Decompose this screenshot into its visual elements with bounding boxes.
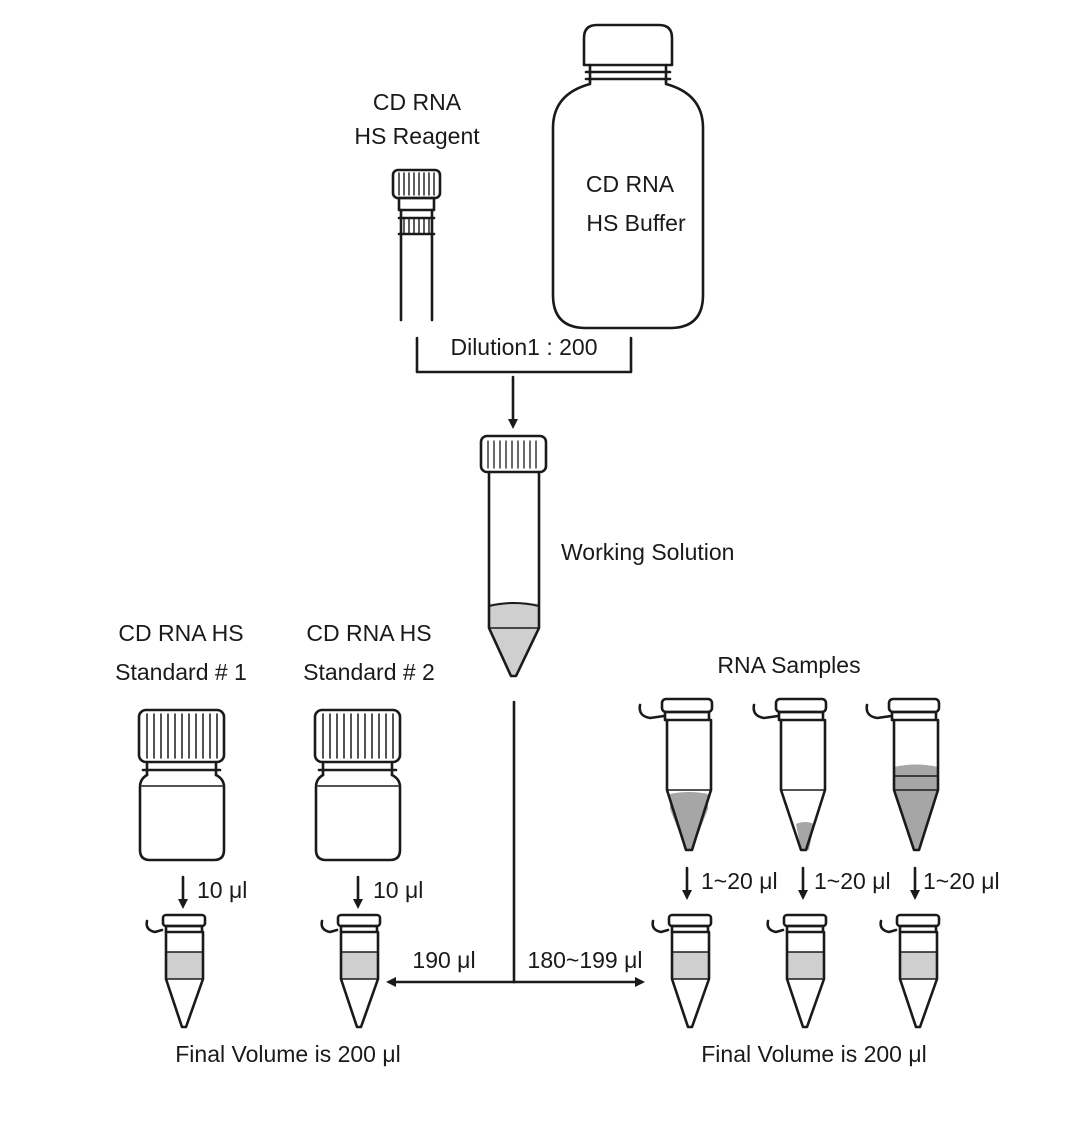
dilution-label: Dilution1 : 200	[450, 334, 597, 360]
sample-2-volume: 1~20 μl	[814, 868, 891, 894]
final-volume-right: Final Volume is 200 μl	[701, 1041, 926, 1067]
standard-2-label-line1: CD RNA HS	[306, 620, 431, 646]
left-split-volume: 190 μl	[412, 947, 475, 973]
reagent-label-line1: CD RNA	[373, 89, 462, 115]
standard-2-label-line2: Standard # 2	[303, 659, 435, 685]
samples-title: RNA Samples	[717, 652, 860, 678]
buffer-bottle-icon	[551, 23, 705, 330]
working-solution-label: Working Solution	[561, 539, 734, 565]
assay-tube-standard-2-icon	[320, 913, 382, 1029]
reagent-tube-icon	[391, 168, 442, 322]
standard-1-label-line2: Standard # 1	[115, 659, 247, 685]
assay-tube-sample-2-icon	[766, 913, 828, 1029]
buffer-label-line1: CD RNA	[586, 171, 675, 197]
right-split-volume: 180~199 μl	[528, 947, 643, 973]
standard-2-volume: 10 μl	[373, 877, 423, 903]
assay-tube-standard-1-icon	[145, 913, 207, 1029]
sample-1-volume: 1~20 μl	[701, 868, 778, 894]
sample-3-volume: 1~20 μl	[923, 868, 1000, 894]
sample-tube-3-icon	[865, 697, 941, 852]
standard-1-bottle-icon	[137, 708, 226, 862]
buffer-label-line2: HS Buffer	[586, 210, 686, 236]
assay-tube-sample-1-icon	[651, 913, 713, 1029]
reagent-label-line2: HS Reagent	[354, 123, 480, 149]
sample-tube-2-icon	[752, 697, 828, 852]
dilution-bracket	[415, 336, 633, 374]
standard-1-volume: 10 μl	[197, 877, 247, 903]
working-solution-tube-icon	[479, 434, 548, 678]
standard-1-label-line1: CD RNA HS	[118, 620, 243, 646]
standard-2-bottle-icon	[313, 708, 402, 862]
final-volume-left: Final Volume is 200 μl	[175, 1041, 400, 1067]
sample-tube-1-icon	[638, 697, 714, 852]
assay-tube-sample-3-icon	[879, 913, 941, 1029]
